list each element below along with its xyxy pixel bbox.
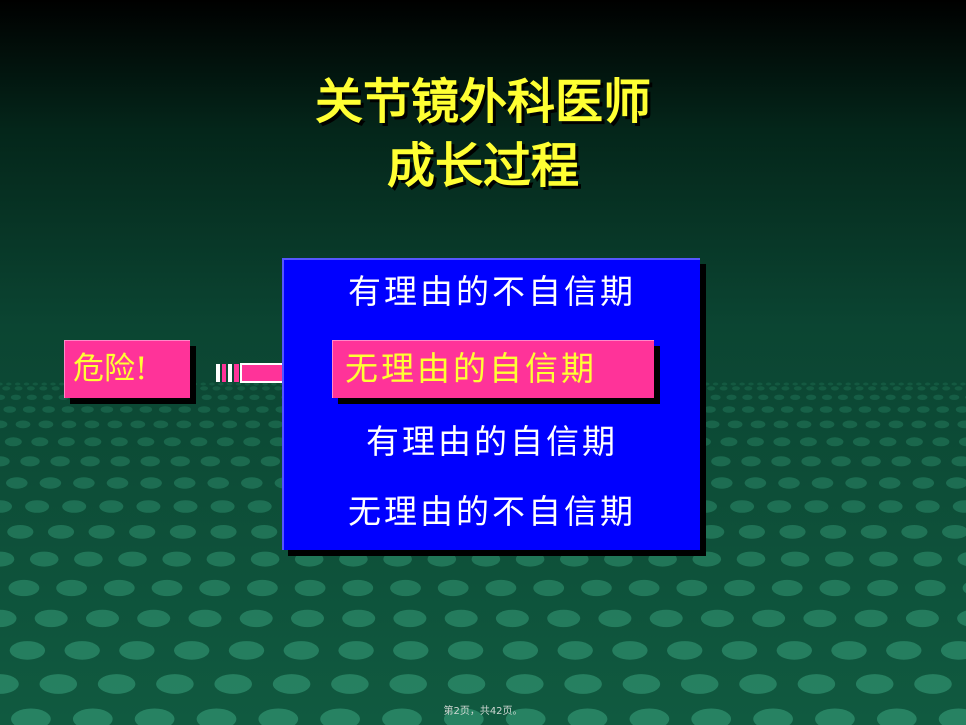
stage-1-text: 有理由的不自信期 <box>348 272 636 311</box>
slide-title: 关节镜外科医师 成长过程 <box>0 70 966 198</box>
page-footer: 第2页，共42页。 <box>443 706 523 717</box>
danger-label: 危险! <box>73 351 148 387</box>
stage-3-text: 有理由的自信期 <box>366 422 618 461</box>
stage-2-text: 无理由的自信期 <box>345 349 597 388</box>
growth-stages-panel: 有理由的不自信期 无理由的自信期 有理由的自信期 无理由的不自信期 <box>282 258 700 550</box>
stage-2-highlight: 无理由的自信期 <box>332 340 654 398</box>
stage-4-text: 无理由的不自信期 <box>348 492 636 531</box>
danger-callout: 危险! <box>64 340 190 398</box>
title-line-2: 成长过程 <box>386 138 579 194</box>
title-line-1: 关节镜外科医师 <box>314 74 651 130</box>
